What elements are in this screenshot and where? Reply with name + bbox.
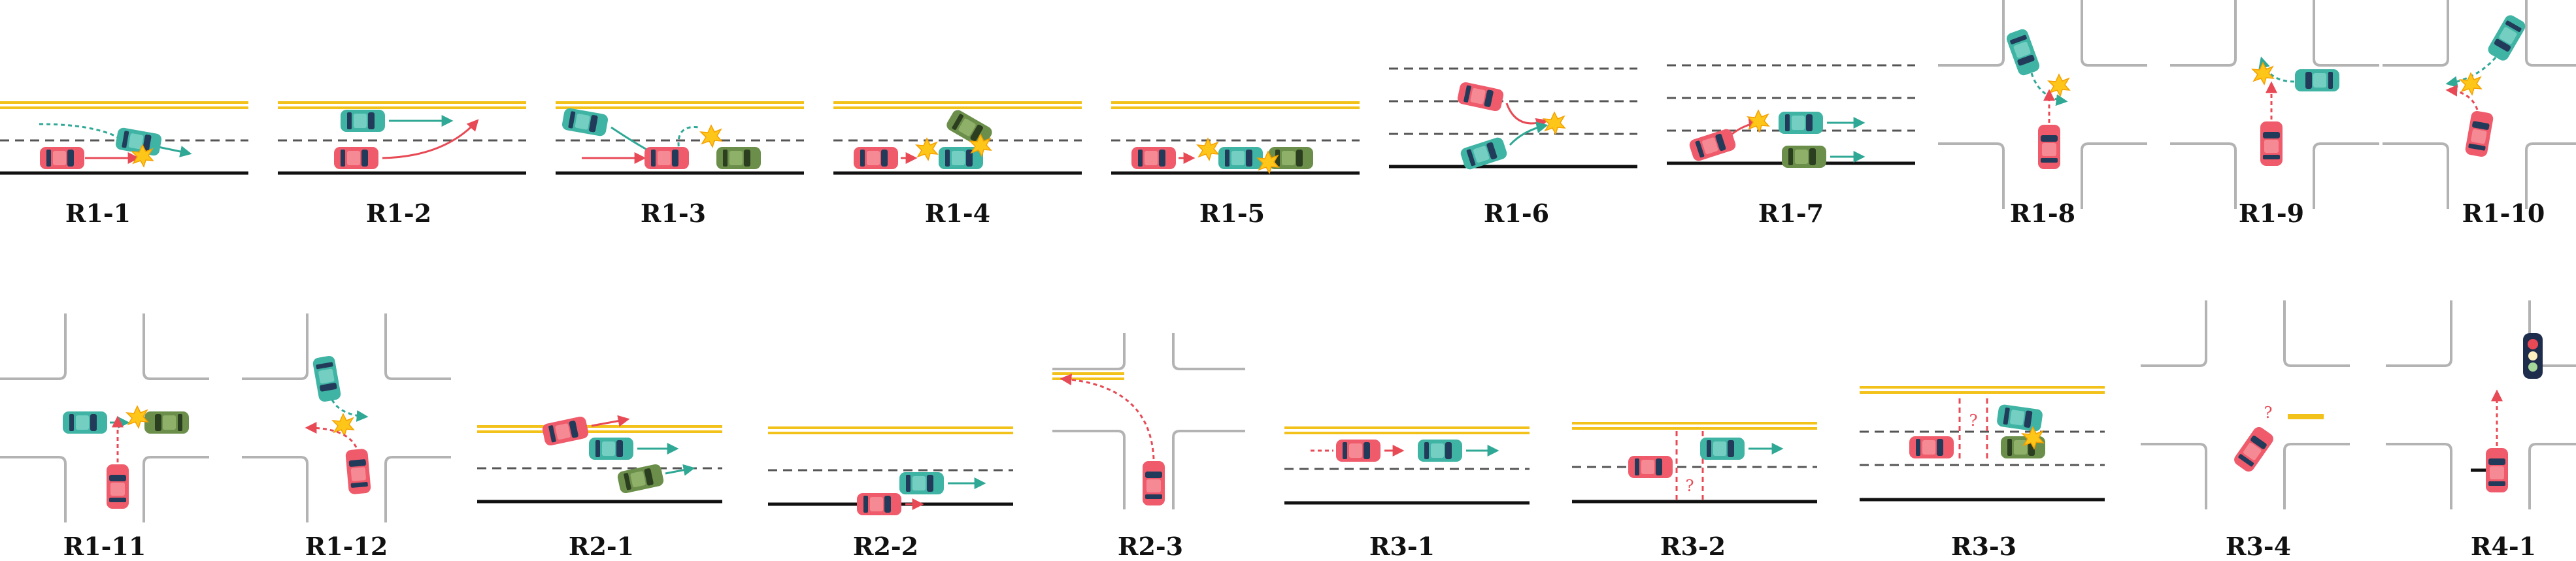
scenario-label: R1-5 <box>1199 199 1265 228</box>
scenario-label: R2-1 <box>569 532 634 561</box>
scenario-r1-11 <box>0 312 210 524</box>
scenario-r2-2 <box>768 426 1013 515</box>
scenario-r3-1 <box>1284 426 1530 505</box>
scenario-label: R1-12 <box>305 532 388 561</box>
scenario-label: R1-8 <box>2010 199 2075 228</box>
scenario-r1-7 <box>1667 65 1915 168</box>
scenario-label: R1-11 <box>63 532 146 561</box>
scenario-r1-12 <box>241 312 452 524</box>
scenario-label: R1-2 <box>366 199 431 228</box>
scenario-label: R1-10 <box>2462 199 2545 228</box>
scenario-label: R1-7 <box>1758 199 1824 228</box>
scenario-label: R2-3 <box>1118 532 1183 561</box>
scenario-r4-1 <box>2384 299 2576 511</box>
scenario-r1-9 <box>2169 0 2381 210</box>
scenario-r1-3 <box>556 103 804 173</box>
scenario-label: R2-2 <box>853 532 918 561</box>
scenario-r2-3 <box>1052 333 1245 509</box>
scenario-r3-2: ? <box>1572 422 1817 504</box>
scenario-label: R1-1 <box>65 199 131 228</box>
scenario-label: R1-6 <box>1484 199 1549 228</box>
scenario-r1-10 <box>2381 0 2576 210</box>
scenario-r1-4 <box>833 103 1082 173</box>
unknown-marker: ? <box>2264 404 2273 422</box>
scenario-label: R3-2 <box>1660 532 1726 561</box>
scenario-label: R3-1 <box>1369 532 1435 561</box>
scenario-label: R3-4 <box>2226 532 2291 561</box>
scenario-r2-1 <box>477 415 722 504</box>
scenario-label: R3-3 <box>1951 532 2016 561</box>
scenario-r1-6 <box>1389 69 1637 171</box>
scenario-label: R1-3 <box>641 199 706 228</box>
scenario-label: R1-4 <box>925 199 990 228</box>
unknown-marker: ? <box>1969 411 1978 430</box>
scenario-label: R4-1 <box>2471 532 2536 561</box>
unknown-marker: ? <box>1686 477 1694 495</box>
scenario-r1-8 <box>1937 0 2149 210</box>
scenario-r3-4: ? <box>2139 299 2351 511</box>
scenario-r3-3: ? <box>1860 386 2105 502</box>
scenario-label: R1-9 <box>2239 199 2304 228</box>
scenario-r1-5 <box>1111 103 1360 173</box>
scenario-r1-2 <box>278 103 526 173</box>
scenario-r1-1 <box>0 103 248 173</box>
